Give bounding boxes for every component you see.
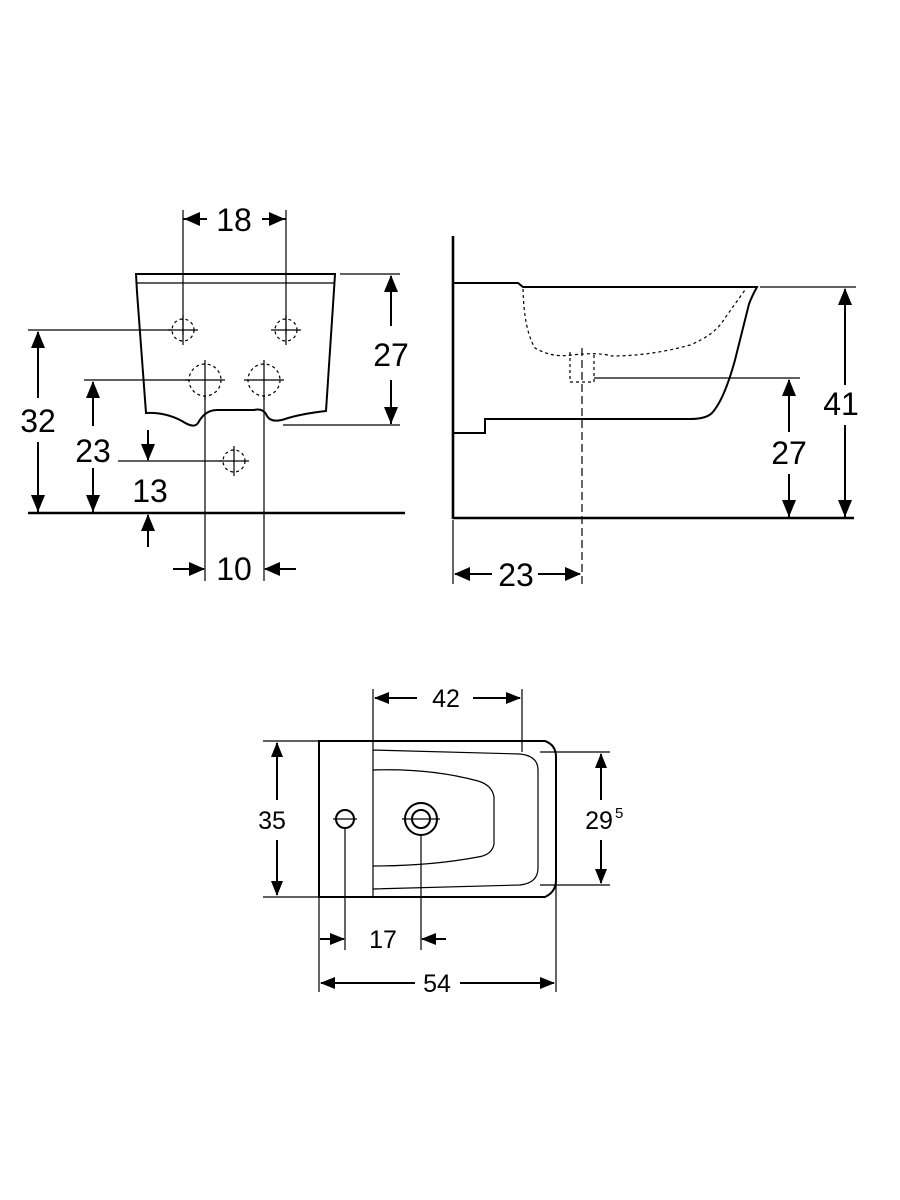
dim-bowl-width: 29 bbox=[585, 807, 613, 835]
drain-icon bbox=[402, 802, 440, 836]
dim-total-height: 41 bbox=[823, 386, 859, 422]
dim-upper-holes-height: 32 bbox=[20, 403, 56, 439]
dim-outlet-height: 27 bbox=[771, 435, 807, 471]
dim-supply-height: 13 bbox=[132, 473, 168, 509]
top-view: 42 35 29 5 17 54 bbox=[258, 685, 623, 998]
dim-tap-to-drain: 17 bbox=[369, 926, 397, 954]
side-bowl-inner bbox=[522, 288, 746, 357]
dim-width: 35 bbox=[258, 807, 286, 835]
dim-bowl-width-sup: 5 bbox=[615, 805, 623, 822]
top-bowl-outer bbox=[372, 741, 539, 897]
dim-bowl-length: 42 bbox=[432, 685, 460, 713]
dim-body-height: 27 bbox=[373, 337, 409, 373]
supply-hole-icon bbox=[218, 445, 250, 477]
dim-lower-hole-spacing: 10 bbox=[216, 551, 252, 587]
dim-hole-spacing: 18 bbox=[216, 202, 252, 238]
front-view: 18 27 32 23 13 bbox=[20, 202, 409, 587]
side-bidet-body bbox=[453, 282, 759, 434]
dim-outlet-depth: 23 bbox=[498, 557, 534, 593]
dim-lower-holes-height: 23 bbox=[75, 433, 111, 469]
front-bidet-body bbox=[134, 273, 337, 427]
side-view: 41 27 23 bbox=[451, 236, 859, 593]
dim-total-length: 54 bbox=[423, 970, 451, 998]
top-bowl-inner bbox=[372, 769, 495, 867]
tap-hole-icon bbox=[333, 809, 357, 829]
